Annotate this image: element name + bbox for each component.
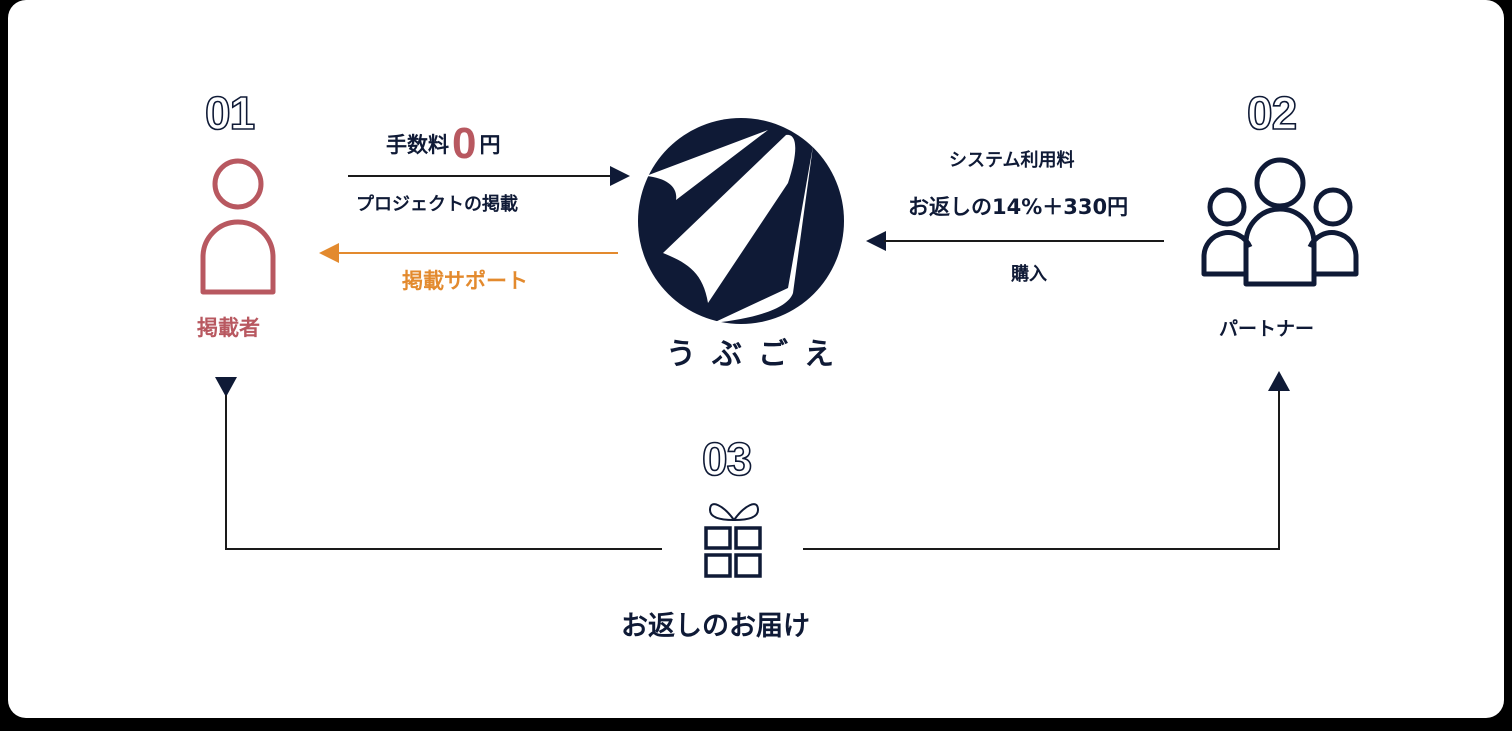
arrow-head-left-orange-icon (319, 243, 339, 263)
arrow-line-partner-to-center (884, 240, 1164, 242)
step-number-02: 02 (1246, 87, 1298, 139)
arrow-head-up-icon (1268, 371, 1290, 391)
purchase-label: 購入 (1011, 264, 1047, 285)
arrow-head-left-icon (866, 231, 886, 251)
loop-line-left-horizontal (225, 548, 662, 550)
loop-line-right-horizontal (803, 548, 1280, 550)
brand-name: うぶごえ (666, 337, 850, 372)
system-fee-amount: お返しの14%＋330円 (908, 195, 1129, 219)
arrow-line-to-poster (337, 252, 618, 254)
group-icon (1201, 157, 1359, 287)
partner-label: パートナー (1219, 318, 1315, 340)
poster-label: 掲載者 (197, 316, 260, 340)
ubugoe-logo-icon (638, 118, 844, 324)
loop-line-left-vertical (225, 395, 227, 550)
listing-support-label: 掲載サポート (402, 269, 528, 293)
system-fee-label: システム利用料 (949, 150, 1075, 171)
gift-icon (704, 503, 762, 578)
loop-line-right-vertical (1278, 390, 1280, 550)
step-number-01: 01 (204, 87, 256, 139)
arrow-head-down-icon (215, 377, 237, 397)
project-listing-label: プロジェクトの掲載 (356, 194, 518, 215)
arrow-head-right-icon (610, 166, 630, 186)
fee-zero: 0 (452, 119, 477, 168)
person-icon (200, 158, 276, 295)
fee-suffix: 円 (479, 133, 501, 157)
step-number-03: 03 (701, 433, 753, 485)
delivery-label: お返しのお届け (621, 611, 810, 642)
arrow-line-to-center (348, 175, 613, 177)
fee-prefix: 手数料 (386, 133, 449, 157)
